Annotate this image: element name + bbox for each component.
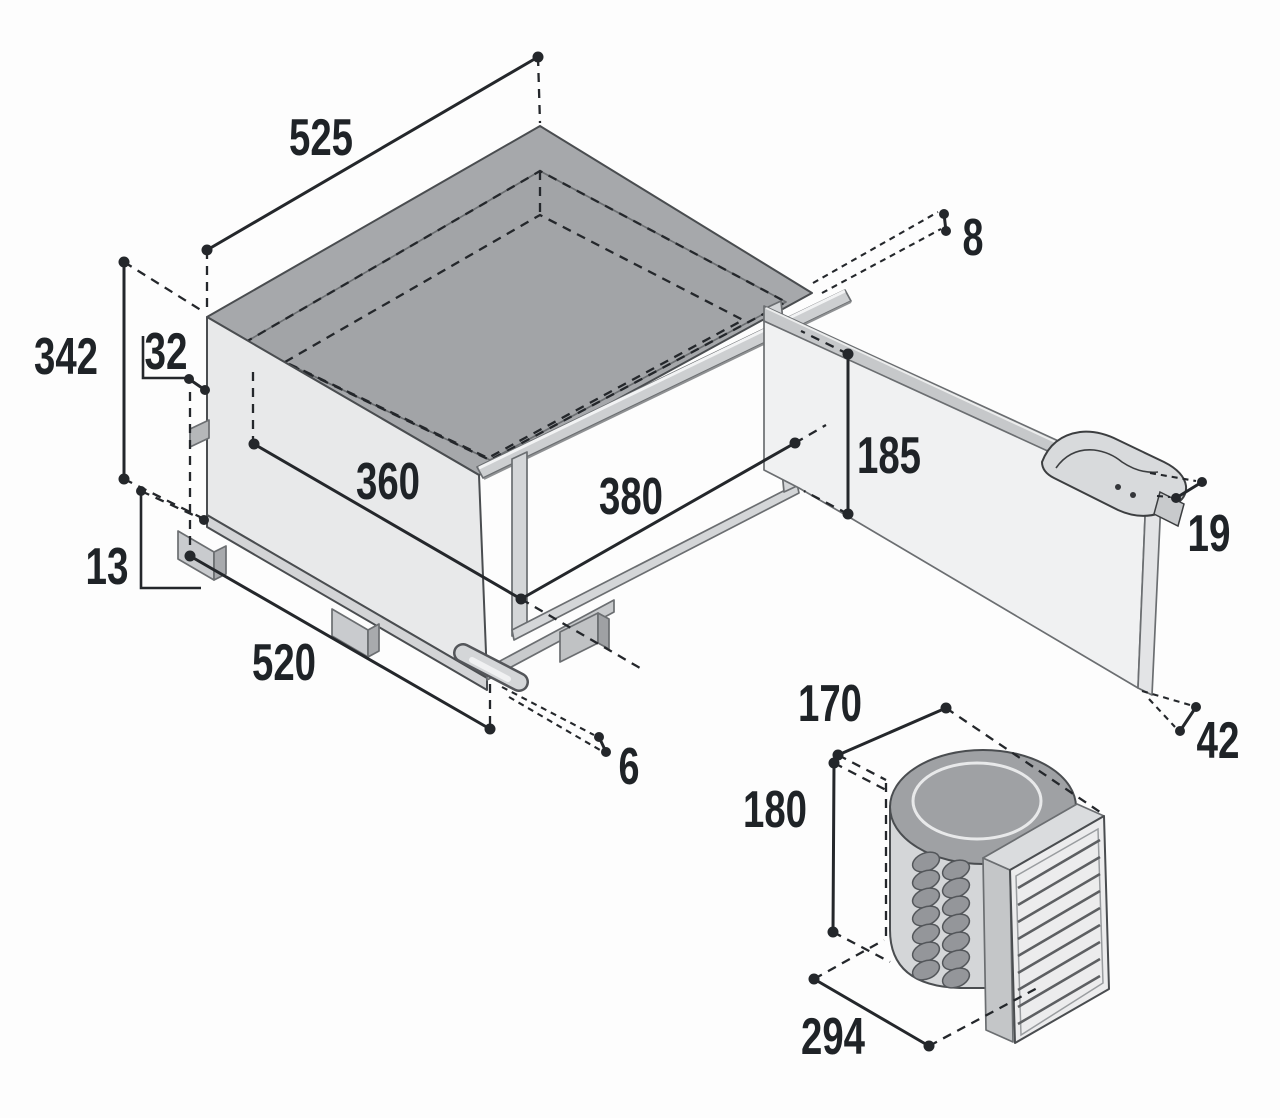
dim-frame-opening-label: 380 [599, 468, 663, 526]
dim-foot-height-label: 13 [86, 538, 129, 596]
dim-overall-height: 342 [34, 256, 205, 521]
handle-screw [1130, 492, 1136, 498]
handle-screw [1115, 484, 1121, 490]
dim-panel-bottom-offset: 42 [1141, 689, 1240, 770]
dim-compressor-height-label: 180 [743, 781, 807, 839]
dim-bottom-gap-label: 6 [619, 738, 640, 796]
frame-left-post [511, 451, 528, 637]
dim-compressor-depth: 170 [798, 675, 1101, 813]
dim-top-width: 525 [201, 51, 544, 314]
condenser-grille [982, 803, 1110, 1044]
foot-side [597, 612, 610, 650]
dim-compressor-width-label: 294 [801, 1008, 865, 1066]
dim-inner-depth-label: 360 [356, 453, 420, 511]
dim-top-inset: 32 [141, 323, 210, 395]
dim-compressor-height: 180 [743, 757, 891, 964]
dim-panel-height-label: 185 [857, 427, 921, 485]
compressor-top-ring [911, 761, 1043, 841]
handle-body [1040, 430, 1188, 517]
dim-top-inset-label: 32 [145, 323, 188, 381]
grille-louvers [1017, 838, 1101, 1026]
roller-highlight [469, 657, 511, 682]
dim-panel-bottom-offset-label: 42 [1197, 712, 1240, 770]
door-face [763, 320, 1147, 689]
box-inner-floor-hidden-edge [282, 213, 746, 460]
compressor-unit [889, 749, 1110, 1044]
dim-compressor-width: 294 [801, 938, 1042, 1066]
grille-inner-frame [1015, 827, 1104, 1037]
dim-top-width-label: 525 [289, 109, 353, 167]
dim-bottom-width-label: 520 [252, 634, 316, 692]
dim-bottom-width: 520 [184, 392, 496, 735]
dim-rail-gap: 8 [812, 209, 984, 294]
dim-inner-depth: 360 [248, 438, 641, 669]
dim-foot-height: 13 [86, 486, 209, 596]
cabinet-box [177, 125, 852, 692]
dimension-annotations: 525 342 32 13 360 [34, 51, 1240, 1066]
dim-panel-thickness: 19 [1149, 471, 1231, 563]
handle-recess-line [1055, 449, 1159, 474]
foot-side [367, 623, 380, 658]
box-slide-roller [453, 643, 529, 692]
frame-bottom-bar [511, 483, 800, 641]
compressor-coil [911, 851, 971, 989]
dim-panel-height: 185 [800, 329, 921, 520]
dim-compressor-depth-label: 170 [798, 675, 862, 733]
box-foot-rear-right [559, 612, 610, 663]
foot-face [177, 530, 215, 581]
dim-overall-height-label: 342 [34, 328, 98, 386]
dim-panel-thickness-label: 19 [1188, 505, 1231, 563]
dim-frame-opening: 380 [519, 424, 827, 601]
dim-rail-gap-label: 8 [963, 209, 984, 267]
dim-bottom-gap: 6 [501, 686, 640, 796]
door-panel [763, 305, 1188, 696]
